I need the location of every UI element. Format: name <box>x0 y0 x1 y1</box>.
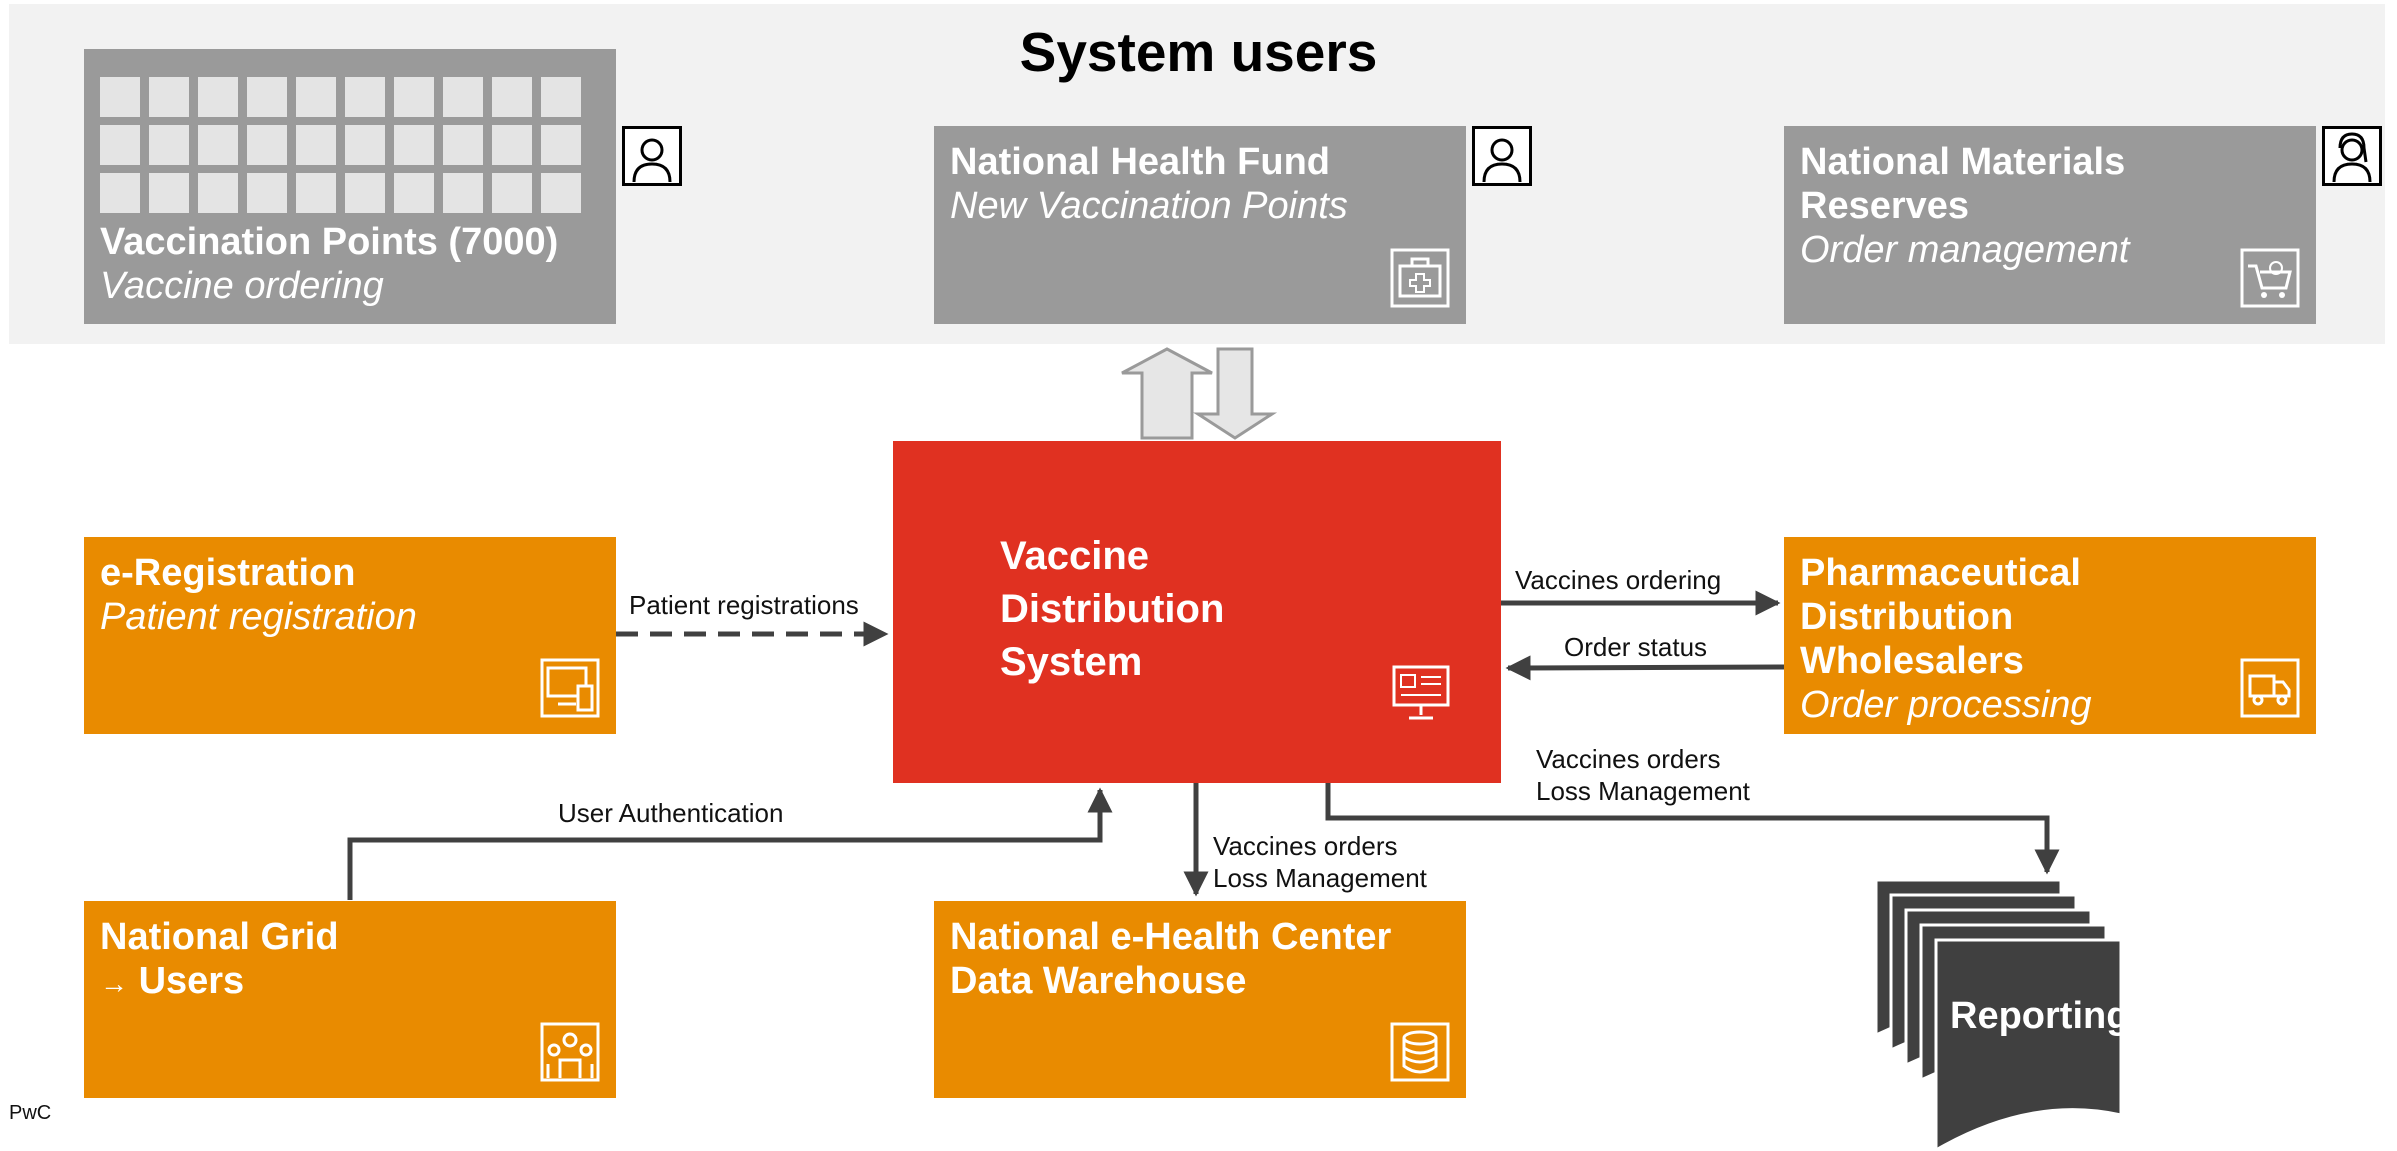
pharmaceutical-distribution-box[interactable]: Pharmaceutical Distribution Wholesalers … <box>1784 537 2316 734</box>
grid-cell <box>247 77 287 117</box>
grid-cell <box>394 77 434 117</box>
grid-cell <box>541 77 581 117</box>
person-icon <box>1472 126 1532 186</box>
vaccination-points-subtitle: Vaccine ordering <box>100 265 384 307</box>
grid-cell <box>443 173 483 213</box>
vds-title: Vaccine Distribution System <box>1000 530 1224 689</box>
grid-cell <box>296 173 336 213</box>
grid-cell <box>296 125 336 165</box>
grid-cell <box>149 125 189 165</box>
grid-cell <box>492 77 532 117</box>
user-authentication-arrow <box>347 787 1113 900</box>
order-status-label: Order status <box>1564 632 1708 662</box>
up-arrow-icon <box>1121 347 1213 440</box>
grid-cell <box>247 125 287 165</box>
national-materials-reserves-box[interactable]: National Materials Reserves Order manage… <box>1784 126 2316 324</box>
user-authentication-label: User Authentication <box>558 798 784 828</box>
loss-management-label: Loss Management <box>1213 863 1427 893</box>
grid-cell <box>198 125 238 165</box>
reporting-label: Reporting <box>1950 995 2130 1037</box>
grid-cell <box>541 125 581 165</box>
vaccines-orders-label: Vaccines orders <box>1536 744 1721 774</box>
grid-cell <box>100 125 140 165</box>
vaccines-ordering-label: Vaccines ordering <box>1515 565 1722 595</box>
grid-cell <box>296 77 336 117</box>
nhf-title: National Health Fund <box>950 141 1330 183</box>
grid-cell <box>345 173 385 213</box>
patient-registrations-label: Patient registrations <box>629 590 859 620</box>
grid-cell <box>443 77 483 117</box>
pdw-title: Pharmaceutical Distribution <box>1800 552 2081 638</box>
reporting-arrow <box>1325 783 2060 875</box>
national-health-fund-box[interactable]: National Health Fund New Vaccination Poi… <box>934 126 1466 324</box>
national-grid-box[interactable]: National Grid → Users <box>84 901 616 1098</box>
nehc-title: National e-Health Center <box>950 916 1392 958</box>
grid-cell <box>443 125 483 165</box>
person-icon <box>622 126 682 186</box>
reporting-document-stack <box>1874 878 2123 1151</box>
e-registration-subtitle: Patient registration <box>100 596 417 638</box>
grid-cell <box>394 173 434 213</box>
grid-cell <box>492 125 532 165</box>
system-users-title: System users <box>1019 21 1378 83</box>
national-grid-title: National Grid <box>100 916 339 958</box>
national-grid-users-label: Users <box>138 960 245 1002</box>
grid-cell <box>149 77 189 117</box>
group-icon <box>540 1022 600 1082</box>
building-grid-icon <box>100 77 581 217</box>
first-aid-kit-icon <box>1390 248 1450 308</box>
devices-icon <box>540 658 600 718</box>
shopping-cart-icon <box>2240 248 2300 308</box>
vds-title-line: Vaccine <box>1000 534 1150 578</box>
grid-cell <box>492 173 532 213</box>
vaccination-points-title: Vaccination Points (7000) <box>100 221 559 263</box>
grid-cell <box>198 173 238 213</box>
grid-cell <box>345 125 385 165</box>
nmr-subtitle: Order management <box>1800 229 2130 271</box>
person-icon <box>2322 126 2382 186</box>
grid-cell <box>100 77 140 117</box>
e-registration-box[interactable]: e-Registration Patient registration <box>84 537 616 734</box>
nehc-title: Data Warehouse <box>950 960 1247 1002</box>
vaccine-distribution-system-box[interactable] <box>893 441 1501 783</box>
grid-cell <box>247 173 287 213</box>
delivery-truck-icon <box>2240 658 2300 718</box>
grid-cell <box>541 173 581 213</box>
grid-cell <box>394 125 434 165</box>
order-status-arrow <box>1505 655 1785 681</box>
pdw-title: Wholesalers <box>1800 640 2024 682</box>
grid-cell <box>100 173 140 213</box>
grid-cell <box>198 77 238 117</box>
pdw-subtitle: Order processing <box>1800 684 2092 726</box>
down-arrow-icon <box>1192 347 1278 440</box>
e-registration-title: e-Registration <box>100 552 356 594</box>
grid-cell <box>345 77 385 117</box>
vaccines-orders-label: Vaccines orders <box>1213 831 1398 861</box>
footer-brand: PwC <box>9 1102 52 1124</box>
arrow-right-icon: → <box>100 968 128 999</box>
monitor-icon <box>1391 663 1451 723</box>
loss-management-label: Loss Management <box>1536 776 1750 806</box>
vds-title-line: System <box>1000 640 1143 684</box>
national-grid-users: → Users <box>100 959 600 1006</box>
vaccination-points-box[interactable]: Vaccination Points (7000) Vaccine orderi… <box>84 49 616 324</box>
vds-title-line: Distribution <box>1000 587 1225 631</box>
grid-cell <box>149 173 189 213</box>
database-icon <box>1390 1022 1450 1082</box>
nmr-title: National Materials Reserves <box>1800 141 2126 227</box>
national-e-health-center-box[interactable]: National e-Health Center Data Warehouse <box>934 901 1466 1098</box>
nhf-subtitle: New Vaccination Points <box>950 185 1348 227</box>
